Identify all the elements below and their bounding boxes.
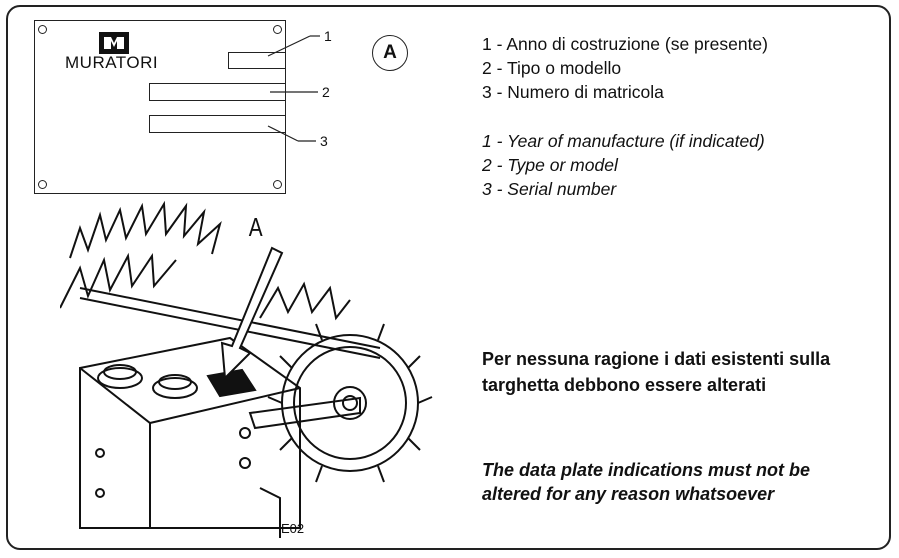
plate-hole-icon [38, 25, 47, 34]
machine-illustration [60, 200, 433, 538]
legend-english: 1 - Year of manufacture (if indicated) 2… [482, 129, 765, 201]
data-plate: MURATORI [34, 20, 286, 194]
plate-field-year [228, 52, 286, 69]
legend-item: 3 - Serial number [482, 179, 617, 199]
legend-item: 1 - Anno di costruzione (se presente) [482, 34, 768, 54]
plate-number-1: 1 [324, 28, 332, 44]
legend-item: 2 - Tipo o modello [482, 58, 622, 78]
plate-hole-icon [38, 180, 47, 189]
brand-logo-icon [99, 32, 129, 54]
document-frame [6, 5, 891, 550]
legend-italian: 1 - Anno di costruzione (se presente) 2 … [482, 32, 768, 104]
plate-number-3: 3 [320, 133, 328, 149]
plate-field-serial [149, 115, 286, 133]
legend-item: 3 - Numero di matricola [482, 82, 664, 102]
legend-item: 1 - Year of manufacture (if indicated) [482, 131, 765, 151]
figure-code: E02 [281, 521, 305, 536]
brand-name: MURATORI [65, 53, 159, 72]
warning-english: The data plate indications must not be a… [482, 460, 811, 504]
legend-item: 2 - Type or model [482, 155, 618, 175]
plate-hole-icon [273, 180, 282, 189]
callout-a-badge: A [372, 35, 408, 71]
plate-hole-icon [273, 25, 282, 34]
plate-number-2: 2 [322, 84, 330, 100]
arrow-label-a: A [248, 212, 263, 242]
warning-italian: Per nessuna ragione i dati esistenti sul… [482, 349, 831, 395]
